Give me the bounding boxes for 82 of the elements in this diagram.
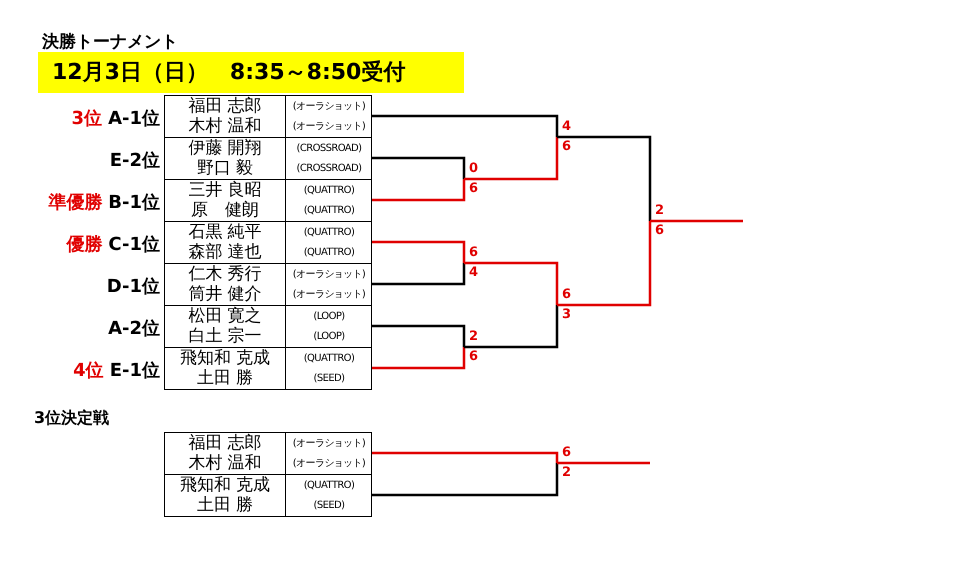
club-name: (オーラショット) [292, 457, 366, 471]
bracket-line [464, 305, 558, 348]
rank-label: 準優勝 [48, 192, 102, 213]
seed-label: A-2位 [108, 318, 160, 339]
score: 4 [562, 119, 572, 135]
bracket-line [464, 137, 558, 180]
score: 2 [562, 465, 572, 481]
bracket-line [371, 324, 466, 347]
bracket-line [371, 179, 466, 202]
seed-label: C-1位 [108, 234, 160, 255]
bracket-line [371, 463, 558, 496]
player-name: 原 健朗 [190, 200, 260, 221]
club-name: (QUATTRO) [302, 352, 356, 366]
club-name: (LOOP) [312, 330, 346, 344]
player-name: 木村 温和 [187, 116, 263, 137]
player-name: 福田 志郎 [187, 96, 263, 117]
score: 6 [562, 139, 572, 155]
player-name: 土田 勝 [196, 495, 254, 516]
seed-label: A-1位 [108, 108, 160, 129]
score: 2 [469, 329, 478, 345]
team-box [164, 474, 372, 517]
team-box [164, 432, 372, 475]
player-name: 木村 温和 [187, 453, 263, 474]
score: 6 [655, 223, 664, 239]
player-name: 白土 宗一 [187, 326, 263, 347]
player-name: 福田 志郎 [187, 433, 263, 454]
bracket-line [650, 220, 743, 222]
section-heading: 3位決定戦 [34, 408, 110, 429]
score: 4 [469, 265, 478, 281]
club-name: (QUATTRO) [302, 184, 356, 198]
bracket-line [557, 462, 650, 464]
score: 6 [562, 445, 572, 461]
bracket-line [464, 262, 558, 305]
player-name: 松田 寛之 [187, 306, 263, 326]
bracket-line [371, 452, 558, 463]
player-name: 飛知和 克成 [178, 475, 272, 496]
club-name: (SEED) [312, 372, 346, 386]
bracket-line [557, 221, 652, 306]
club-name: (オーラショット) [292, 437, 366, 451]
club-name: (オーラショット) [292, 268, 366, 282]
club-name: (QUATTRO) [302, 479, 356, 493]
score: 0 [469, 161, 478, 177]
score: 6 [562, 287, 572, 303]
club-name: (CROSSROAD) [296, 142, 362, 156]
player-name: 仁木 秀行 [187, 264, 263, 285]
player-name: 石黒 純平 [187, 222, 263, 242]
bracket-line [371, 263, 466, 286]
seed-label: D-1位 [106, 276, 160, 297]
score: 6 [469, 245, 478, 261]
club-name: (CROSSROAD) [296, 162, 362, 176]
seed-label: E-2位 [110, 150, 160, 171]
player-name: 土田 勝 [196, 368, 254, 389]
score: 3 [562, 307, 572, 323]
score: 6 [469, 181, 478, 197]
player-name: 野口 毅 [196, 158, 254, 179]
player-name: 伊藤 開翔 [187, 138, 263, 158]
club-name: (QUATTRO) [302, 226, 356, 240]
seed-label: B-1位 [108, 192, 160, 213]
player-name: 筒井 健介 [187, 284, 263, 305]
club-name: (オーラショット) [292, 100, 366, 114]
club-name: (QUATTRO) [302, 204, 356, 218]
seed-label: E-1位 [110, 360, 160, 381]
bracket-line [557, 136, 652, 221]
bracket-line [371, 240, 466, 263]
club-name: (LOOP) [312, 310, 346, 324]
bracket-line [371, 347, 466, 370]
club-name: (QUATTRO) [302, 246, 356, 260]
score: 6 [469, 349, 478, 365]
date-banner: 12月3日（日） 8:35～8:50受付 [38, 52, 464, 93]
club-name: (オーラショット) [292, 120, 366, 134]
score: 2 [655, 203, 664, 219]
club-name: (SEED) [312, 499, 346, 513]
rank-label: 3位 [72, 108, 102, 129]
player-name: 飛知和 克成 [178, 348, 272, 369]
title: 決勝トーナメント [42, 31, 178, 53]
player-name: 森部 達也 [187, 242, 263, 263]
club-name: (オーラショット) [292, 288, 366, 302]
bracket-line [371, 114, 558, 137]
rank-label: 優勝 [66, 234, 102, 255]
bracket-line [371, 156, 466, 179]
rank-label: 4位 [73, 360, 104, 381]
player-name: 三井 良昭 [187, 180, 263, 200]
